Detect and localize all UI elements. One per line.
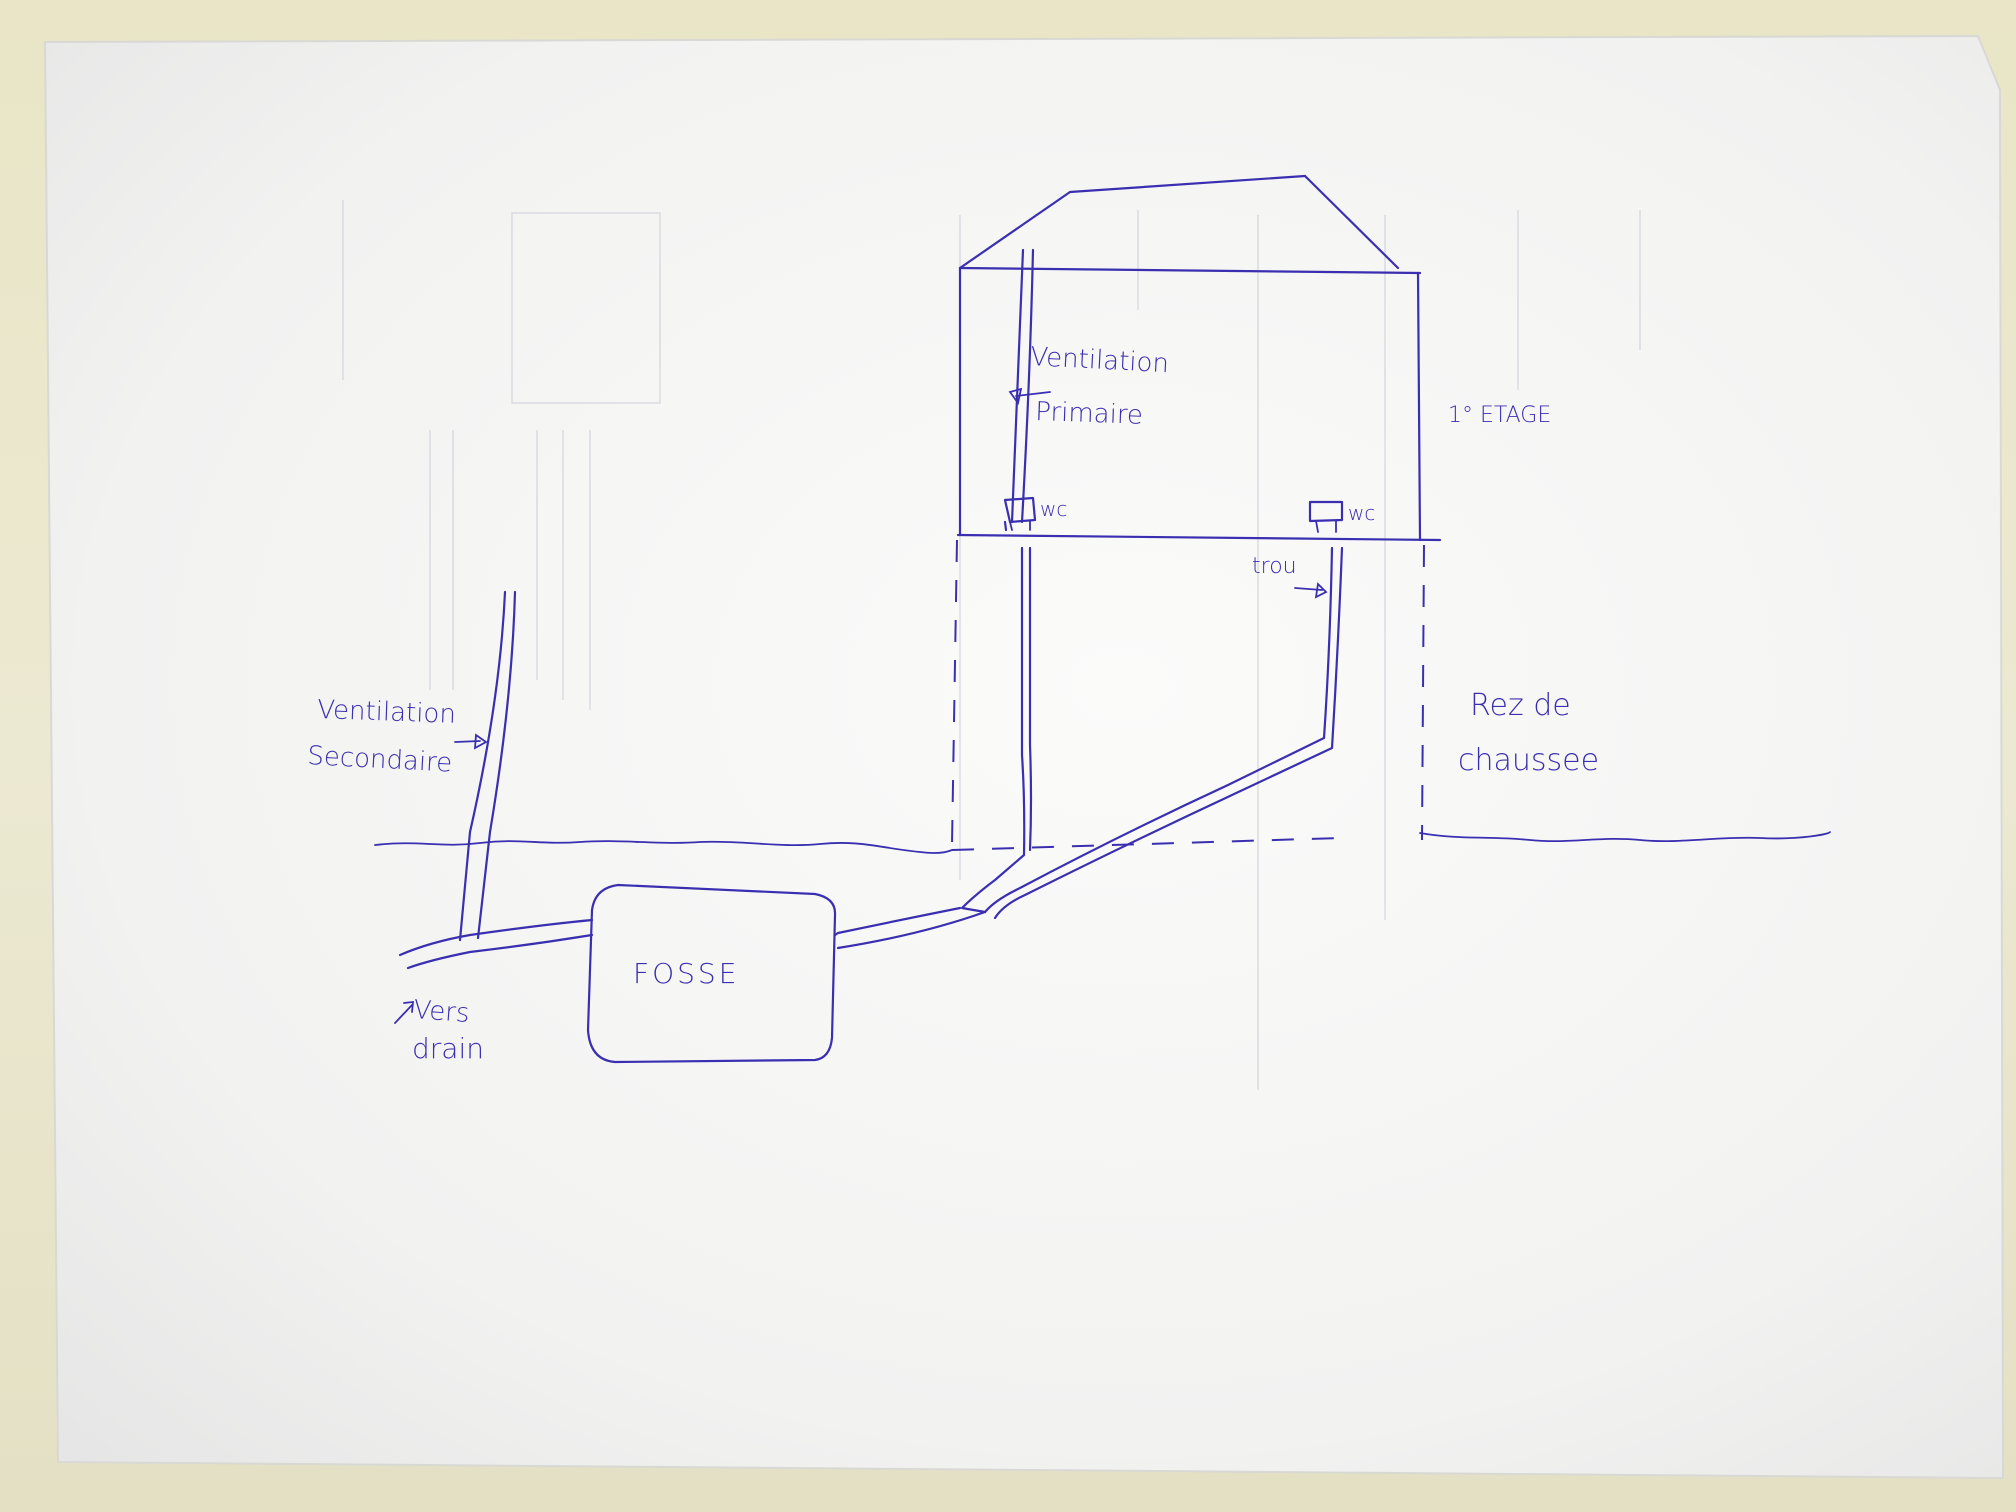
secondary-ventilation-arrow (454, 733, 488, 750)
label-etage: 1° ETAGE (1448, 403, 1551, 428)
label-ventilation-primaire-1: Ventilation (1030, 342, 1170, 379)
primary-ventilation-arrow (1008, 387, 1051, 406)
paper-sheet (43, 34, 2005, 1480)
ground-line (374, 831, 1831, 854)
vers-drain-arrow (394, 1000, 415, 1024)
label-drain: drain (412, 1032, 484, 1065)
wc-right-symbol (1308, 500, 1344, 533)
label-trou: trou (1252, 554, 1297, 579)
house-outline (951, 174, 1442, 846)
fosse-tank (586, 883, 837, 1064)
label-fosse: FOSSE (633, 957, 739, 990)
trou-arrow (1294, 582, 1328, 599)
label-rez-2: chaussee (1458, 743, 1599, 778)
label-wc-right: wc (1348, 501, 1375, 525)
secondary-ventilation-pipe (458, 590, 517, 942)
pipe-fosse-to-drain (398, 918, 594, 970)
label-wc-left: wc (1040, 497, 1067, 521)
drain-pipe-right (983, 546, 1344, 920)
label-rez-1: Rez de (1470, 688, 1571, 723)
bleed-through-text (342, 200, 1641, 1090)
drain-pipe-left (960, 546, 1033, 914)
wc-left-symbol (1003, 496, 1037, 531)
pipe-house-to-fosse (833, 906, 987, 950)
label-ventilation-primaire-2: Primaire (1035, 397, 1144, 431)
label-vers: Vers (413, 995, 471, 1029)
label-ventilation-secondaire-1: Ventilation (317, 695, 457, 730)
primary-ventilation-pipe (1003, 248, 1035, 532)
